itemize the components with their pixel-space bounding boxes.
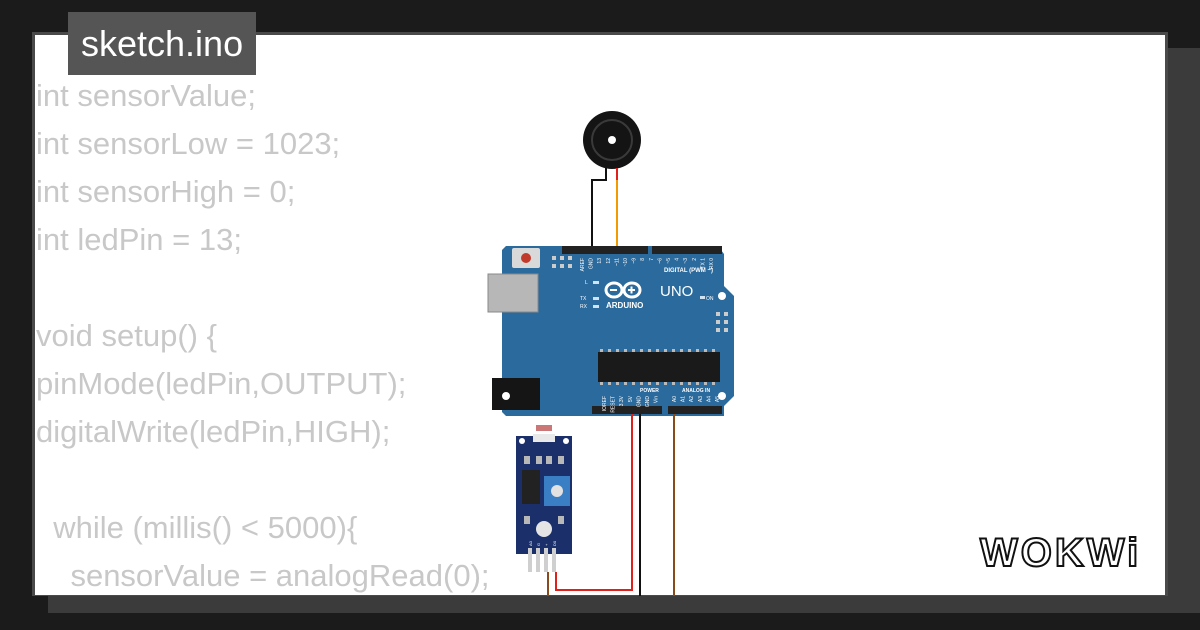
photoresistor: [536, 425, 552, 431]
analog-header-label: ANALOG IN: [682, 388, 710, 394]
board-model: UNO: [660, 283, 693, 300]
sensor-pin-label: D0: [552, 540, 557, 546]
buzzer-gnd-wire[interactable]: [591, 168, 607, 250]
wokwi-logo: WOKWi: [979, 530, 1141, 576]
buzzer[interactable]: [583, 111, 641, 169]
code-line: int sensorValue;: [36, 78, 256, 113]
arduino-uno-board[interactable]: ARDUINO UNO DIGITAL (PWM ~) POWER ANALOG…: [487, 246, 734, 416]
pin-label: 13: [597, 258, 603, 264]
pin-label: ~9: [632, 258, 638, 264]
pin-label: AREF: [580, 258, 586, 271]
file-tab[interactable]: sketch.ino: [68, 12, 257, 75]
sensor-led: [536, 521, 552, 537]
l-led: [593, 281, 599, 284]
arduino-infinity-icon: [604, 281, 642, 299]
tx-led: [593, 297, 599, 300]
mounting-hole: [718, 392, 726, 400]
pin-label: GND: [589, 258, 595, 270]
digital-header-left: [562, 246, 648, 254]
pin-label: A0: [672, 396, 678, 402]
pin-label: A2: [689, 396, 695, 402]
mounting-hole: [718, 292, 726, 300]
pin-label: 2: [692, 258, 698, 261]
code-line: while (millis() < 5000){: [36, 510, 358, 545]
pin-label: ~10: [623, 258, 629, 267]
pin-label: ~6: [657, 258, 663, 264]
sensor-pin-label: G: [536, 543, 541, 546]
pin-label: ~3: [683, 258, 689, 264]
pin-label: A1: [681, 396, 687, 402]
pin-label: ~11: [614, 258, 620, 266]
power-header-label: POWER: [640, 388, 659, 394]
sensor-pin-label: +: [544, 543, 549, 546]
vcc-wire[interactable]: [555, 414, 633, 591]
pin-label: RX 0: [709, 258, 715, 269]
icsp-header: [552, 256, 572, 268]
pin-label: 4: [675, 258, 681, 261]
code-line: sensorValue = analogRead(0);: [36, 558, 490, 593]
digital-header-label: DIGITAL (PWM ~): [664, 268, 713, 274]
pin-label: A5: [715, 396, 721, 402]
wokwi-logo-text: WOKWi: [980, 531, 1141, 575]
pin-label: A3: [698, 396, 704, 402]
mounting-hole: [502, 392, 510, 400]
power-jack: [492, 378, 540, 410]
pin-label: GND: [645, 396, 651, 408]
l-led-label: L: [585, 280, 588, 286]
pin-label: 5V: [628, 395, 634, 402]
code-line: int sensorLow = 1023;: [36, 126, 341, 161]
usb-port: [487, 273, 539, 313]
pin-label: 8: [640, 258, 646, 261]
pin-label: 12: [606, 258, 612, 264]
pin-label: GND: [636, 396, 642, 408]
rx-led: [593, 305, 599, 308]
pin-label: A4: [706, 396, 712, 402]
code-line: digitalWrite(ledPin,HIGH);: [36, 414, 391, 449]
on-led-label: ON: [706, 296, 714, 302]
sensor-pin-label: A0: [528, 540, 533, 546]
digital-header-right: [652, 246, 722, 254]
rx-led-label: RX: [580, 304, 588, 310]
pin-label: 3.3V: [619, 395, 625, 406]
power-header-pins: [592, 406, 662, 414]
icsp-header-right: [716, 312, 728, 332]
card-shadow-bottom: [48, 596, 1200, 613]
pin-label: ~5: [666, 258, 672, 264]
pin-label: Vin: [654, 396, 660, 403]
code-line: int sensorHigh = 0;: [36, 174, 296, 209]
code-line: void setup() {: [36, 318, 217, 353]
pin-label: IOREF: [602, 396, 608, 411]
pin-label: 7: [649, 258, 655, 261]
code-line: pinMode(ledPin,OUTPUT);: [36, 366, 407, 401]
on-led: [700, 296, 705, 299]
tx-led-label: TX: [580, 296, 587, 302]
pin-label: TX 1: [700, 258, 706, 269]
code-preview: int sensorValue; int sensorLow = 1023; int…: [36, 72, 490, 600]
pin-label: RESET: [611, 396, 617, 413]
code-line: int ledPin = 13;: [36, 222, 242, 257]
analog-header-pins: [668, 406, 722, 414]
board-brand: ARDUINO: [606, 301, 643, 310]
comparator-chip: [522, 470, 540, 504]
microcontroller-chip: [598, 352, 720, 382]
